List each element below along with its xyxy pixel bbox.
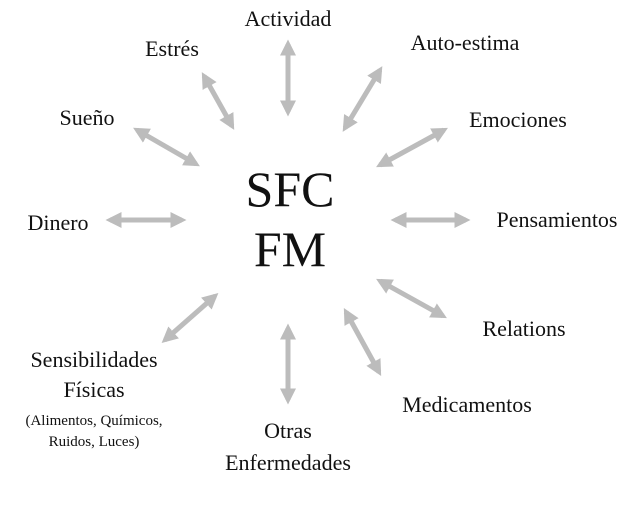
node-sensibilidades: Sensibilidades Físicas (Alimentos, Quími… <box>25 347 162 450</box>
node-sensibilidades-line-4: Ruidos, Luces) <box>49 434 140 450</box>
node-pensamientos: Pensamientos <box>497 207 618 232</box>
arrow-medicamentos <box>343 308 382 376</box>
node-relations: Relations <box>482 316 565 341</box>
node-otras-line-2: Enfermedades <box>225 450 351 475</box>
center-line-2: FM <box>254 221 326 277</box>
arrow-emociones <box>376 127 448 168</box>
nodes-group: Actividad Auto-estima Estrés Emociones S… <box>25 6 617 475</box>
center-line-1: SFC <box>246 161 335 217</box>
center-label: SFC FM <box>246 161 335 277</box>
arrow-sensibilidades <box>161 293 219 343</box>
arrow-sueno <box>133 127 200 167</box>
node-autoestima: Auto-estima <box>411 30 520 55</box>
node-dinero: Dinero <box>27 210 88 235</box>
node-sensibilidades-line-1: Sensibilidades <box>30 347 157 372</box>
node-actividad: Actividad <box>245 6 332 31</box>
arrow-estres <box>201 72 235 130</box>
node-sensibilidades-line-2: Físicas <box>63 377 124 402</box>
node-sensibilidades-line-3: (Alimentos, Químicos, <box>25 413 162 429</box>
arrows-group <box>105 39 471 405</box>
node-medicamentos: Medicamentos <box>402 392 532 417</box>
node-otras-enfermedades: Otras Enfermedades <box>225 418 351 475</box>
node-estres: Estrés <box>145 36 199 61</box>
arrow-autoestima <box>342 66 383 132</box>
node-sueno: Sueño <box>60 105 115 130</box>
node-emociones: Emociones <box>469 107 567 132</box>
node-otras-line-1: Otras <box>264 418 312 443</box>
arrow-relations <box>376 278 447 319</box>
